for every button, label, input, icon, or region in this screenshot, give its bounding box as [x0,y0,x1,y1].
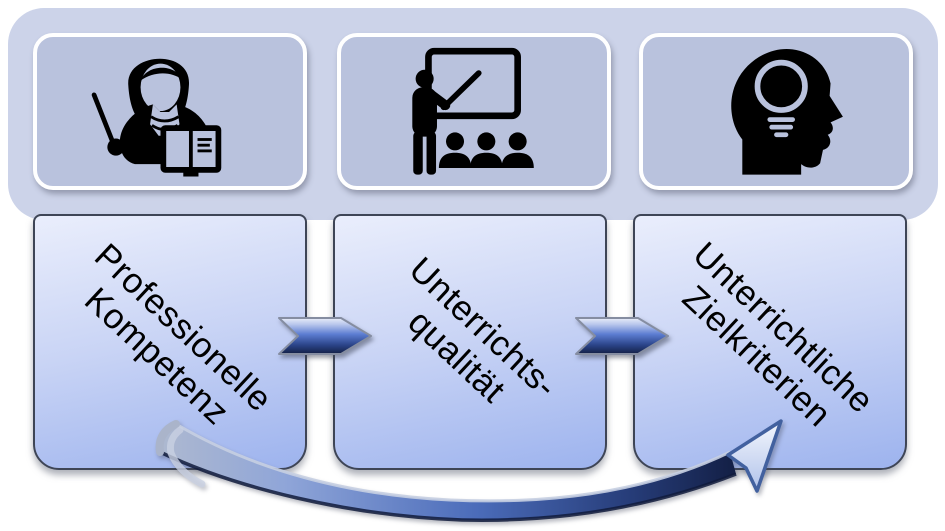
flow-box-teaching-quality: Unterrichts- qualität [333,214,607,470]
idea-head-icon [731,48,843,175]
icon-strip-panel [8,8,938,220]
icon-card-goal-criteria [639,33,913,190]
teacher-icon [91,58,222,177]
icon-card-professional-competence [33,33,307,190]
flow-box-professional-competence: Professionelle Kompetenz [33,214,307,470]
icon-card-teaching-quality [337,33,611,190]
chevron-arrow-icon [278,317,372,355]
flow-box-goal-criteria: Unterrichtliche Zielkriterien [633,214,907,470]
chevron-arrow-icon [575,317,669,355]
presentation-icon [412,47,534,175]
